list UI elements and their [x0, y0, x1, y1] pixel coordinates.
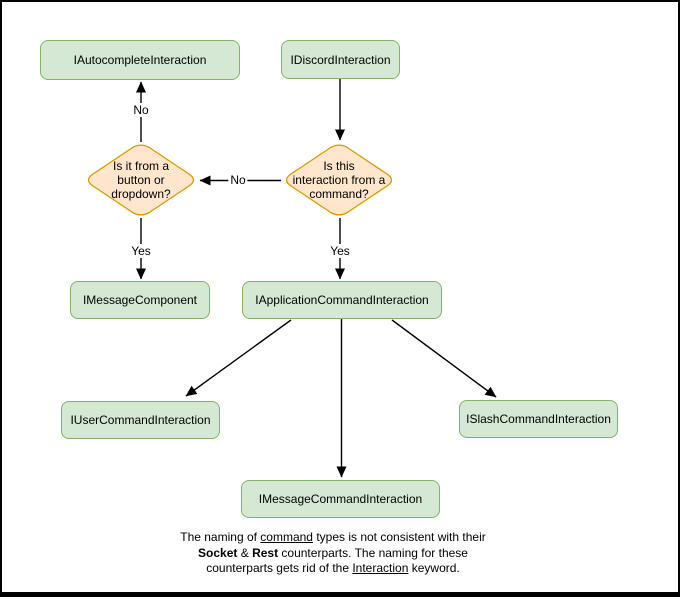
edge-label-no: No — [228, 173, 248, 187]
note-line: Socket & Rest counterparts. The naming f… — [198, 545, 468, 560]
edge-app-to-user-command — [185, 319, 292, 397]
node-message-component: IMessageComponent — [70, 281, 210, 319]
node-autocomplete-interaction: IAutocompleteInteraction — [40, 40, 240, 80]
note: The naming of command types is not consi… — [133, 530, 533, 577]
note-line: The naming of command types is not consi… — [180, 530, 486, 544]
node-slash-command-interaction: ISlashCommandInteraction — [459, 400, 618, 438]
note-line: counterparts gets rid of the Interaction… — [206, 561, 460, 575]
node-label: IUserCommandInteraction — [70, 413, 211, 427]
edge-label-yes: Yes — [129, 244, 153, 258]
node-user-command-interaction: IUserCommandInteraction — [61, 401, 220, 439]
node-label: IAutocompleteInteraction — [73, 53, 207, 67]
edge-label-yes: Yes — [328, 244, 352, 258]
node-label: IMessageComponent — [82, 293, 198, 307]
node-label: IDiscordInteraction — [290, 52, 391, 67]
node-label: ISlashCommandInteraction — [466, 412, 611, 426]
node-label: IMessageCommandInteraction — [258, 492, 423, 506]
diamond-shape — [285, 144, 393, 216]
diamond-shape — [87, 144, 195, 216]
node-message-command-interaction: IMessageCommandInteraction — [241, 480, 440, 518]
node-label: IApplicationCommandInteraction — [255, 293, 429, 307]
node-application-command-interaction: IApplicationCommandInteraction — [242, 281, 442, 319]
edge-label-no: No — [131, 103, 151, 117]
node-discord-interaction: IDiscordInteraction — [281, 40, 400, 79]
edge-app-to-slash-command — [391, 319, 497, 398]
